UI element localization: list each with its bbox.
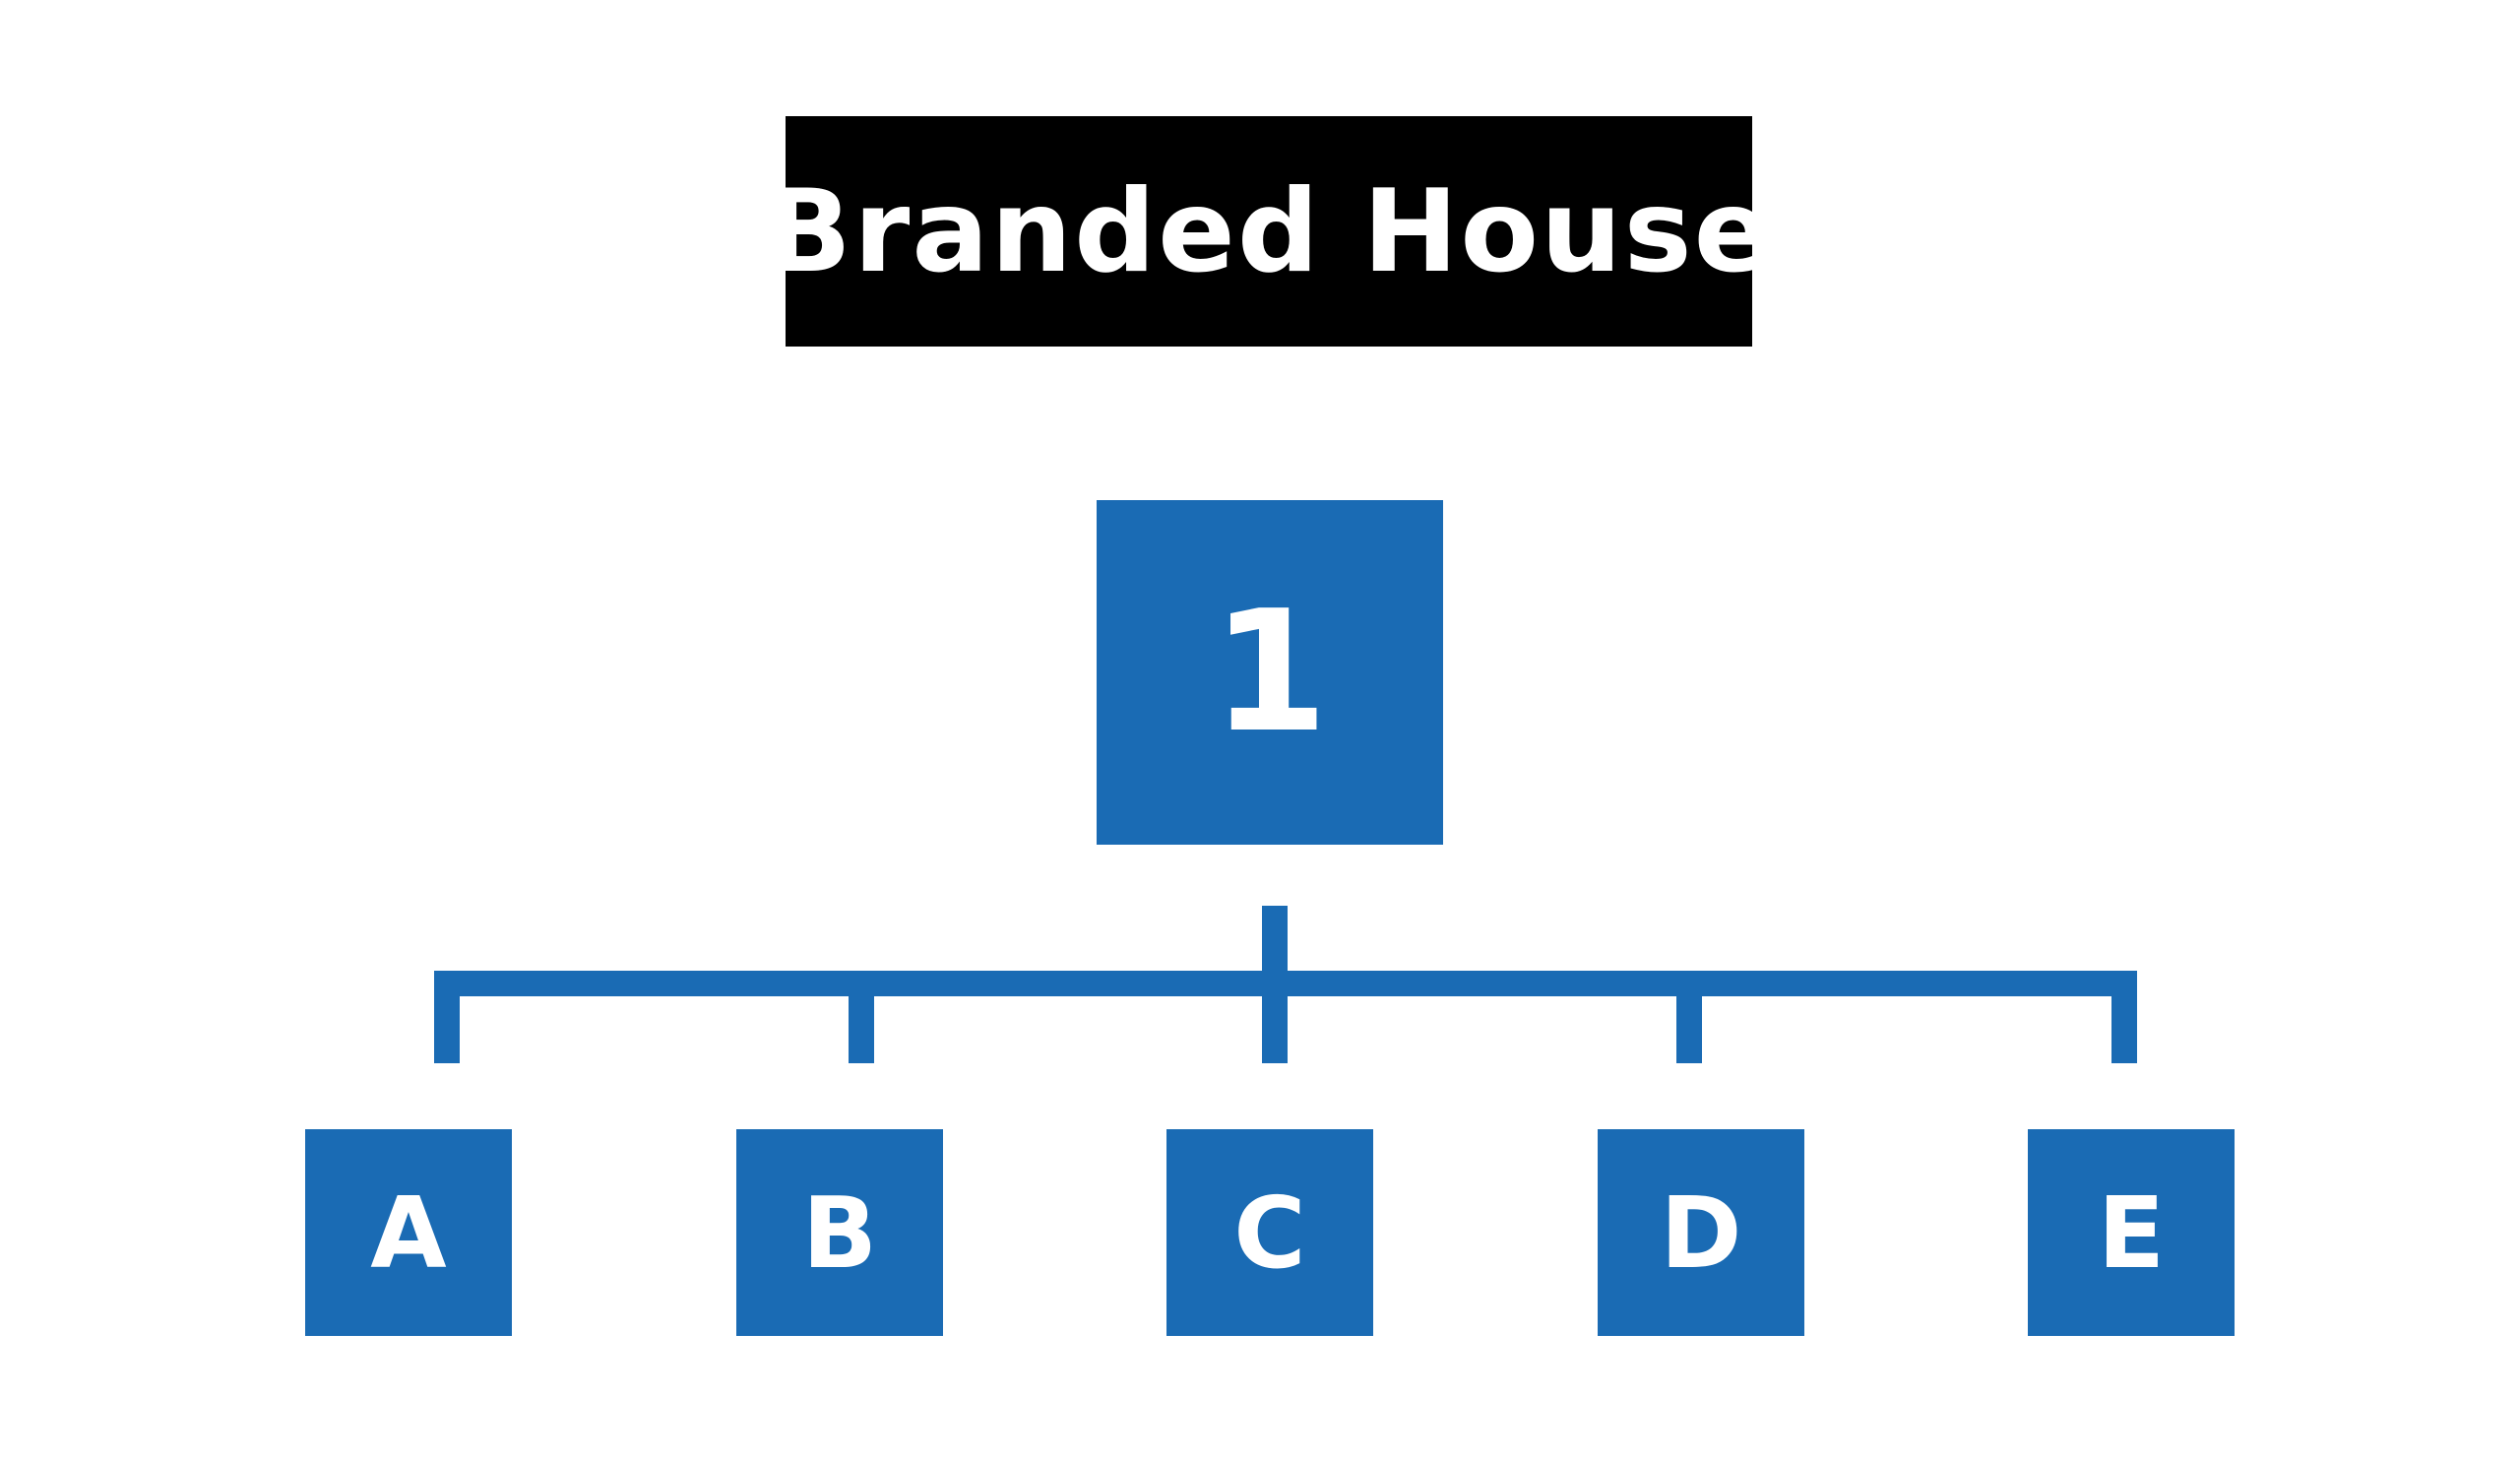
child-brand-label: D: [1660, 1174, 1742, 1291]
connector-drop-d: [1676, 996, 1702, 1063]
diagram-title: Branded House: [764, 164, 1774, 298]
child-brand-label: A: [370, 1174, 447, 1291]
child-brand-box-a: A: [305, 1129, 512, 1336]
title-banner: Branded House: [765, 116, 1771, 347]
parent-brand-label: 1: [1211, 575, 1329, 770]
connector-drop-e: [2111, 971, 2137, 1063]
child-brand-box-b: B: [736, 1129, 943, 1336]
child-brand-box-c: C: [1166, 1129, 1373, 1336]
connector-drop-c: [1262, 996, 1288, 1063]
child-brand-label: B: [801, 1174, 878, 1291]
child-brand-label: C: [1233, 1174, 1306, 1291]
connector-drop-b: [849, 996, 874, 1063]
connector-stem: [1262, 906, 1288, 971]
parent-brand-box: 1: [1097, 500, 1443, 845]
child-brand-box-e: E: [2028, 1129, 2235, 1336]
child-brand-label: E: [2097, 1174, 2166, 1291]
connector-drop-a: [434, 971, 460, 1063]
connector-bar-top: [434, 971, 2137, 996]
child-brand-box-d: D: [1598, 1129, 1804, 1336]
